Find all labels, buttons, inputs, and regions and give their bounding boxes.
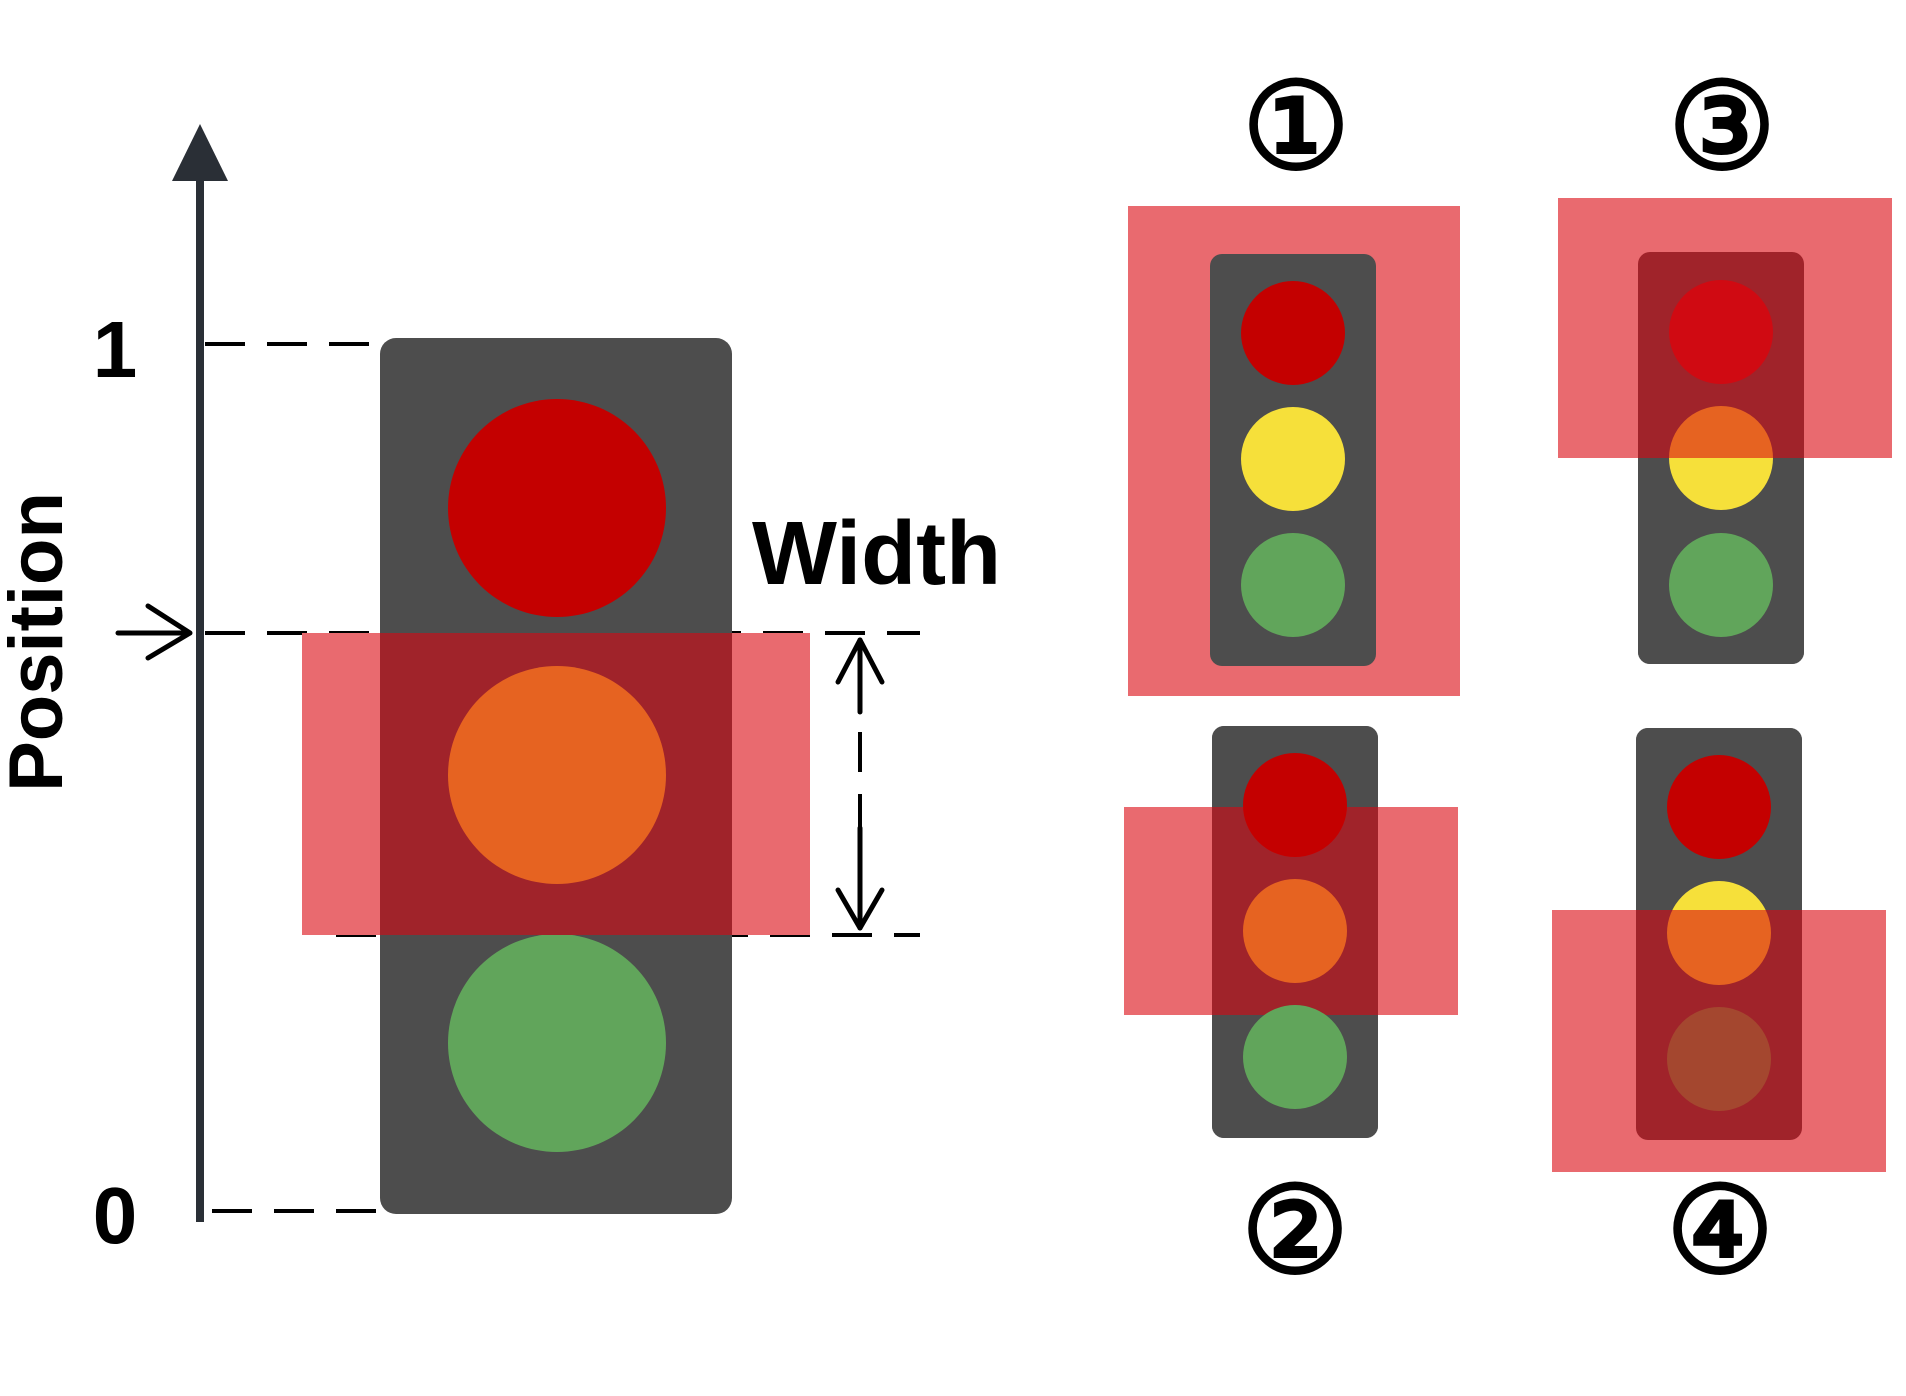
panel-label-4: ④ bbox=[1666, 1164, 1774, 1298]
panel-label-1: ① bbox=[1242, 60, 1350, 194]
panel-label-2: ② bbox=[1241, 1164, 1349, 1298]
position-pointer-arrow bbox=[115, 603, 193, 661]
red-light bbox=[1241, 281, 1345, 385]
width-arrows bbox=[835, 637, 885, 931]
tick-label-0: 0 bbox=[93, 1171, 138, 1260]
panel-4-traffic-light bbox=[1552, 728, 1886, 1172]
green-light bbox=[1241, 533, 1345, 637]
large-window-highlight bbox=[302, 633, 810, 935]
green-light bbox=[448, 934, 666, 1152]
width-label: Width bbox=[752, 504, 1001, 604]
panel-2-traffic-light bbox=[1124, 726, 1458, 1138]
axis-arrow-head bbox=[172, 124, 228, 181]
tick-label-1: 1 bbox=[93, 305, 138, 394]
panel-1-traffic-light bbox=[1128, 206, 1460, 696]
yellow-light bbox=[1241, 407, 1345, 511]
panel-3-traffic-light bbox=[1558, 198, 1892, 664]
panel-label-3: ③ bbox=[1668, 60, 1776, 194]
red-light bbox=[448, 399, 666, 617]
axis-label: Position bbox=[0, 492, 79, 792]
position-axis bbox=[172, 124, 228, 1222]
